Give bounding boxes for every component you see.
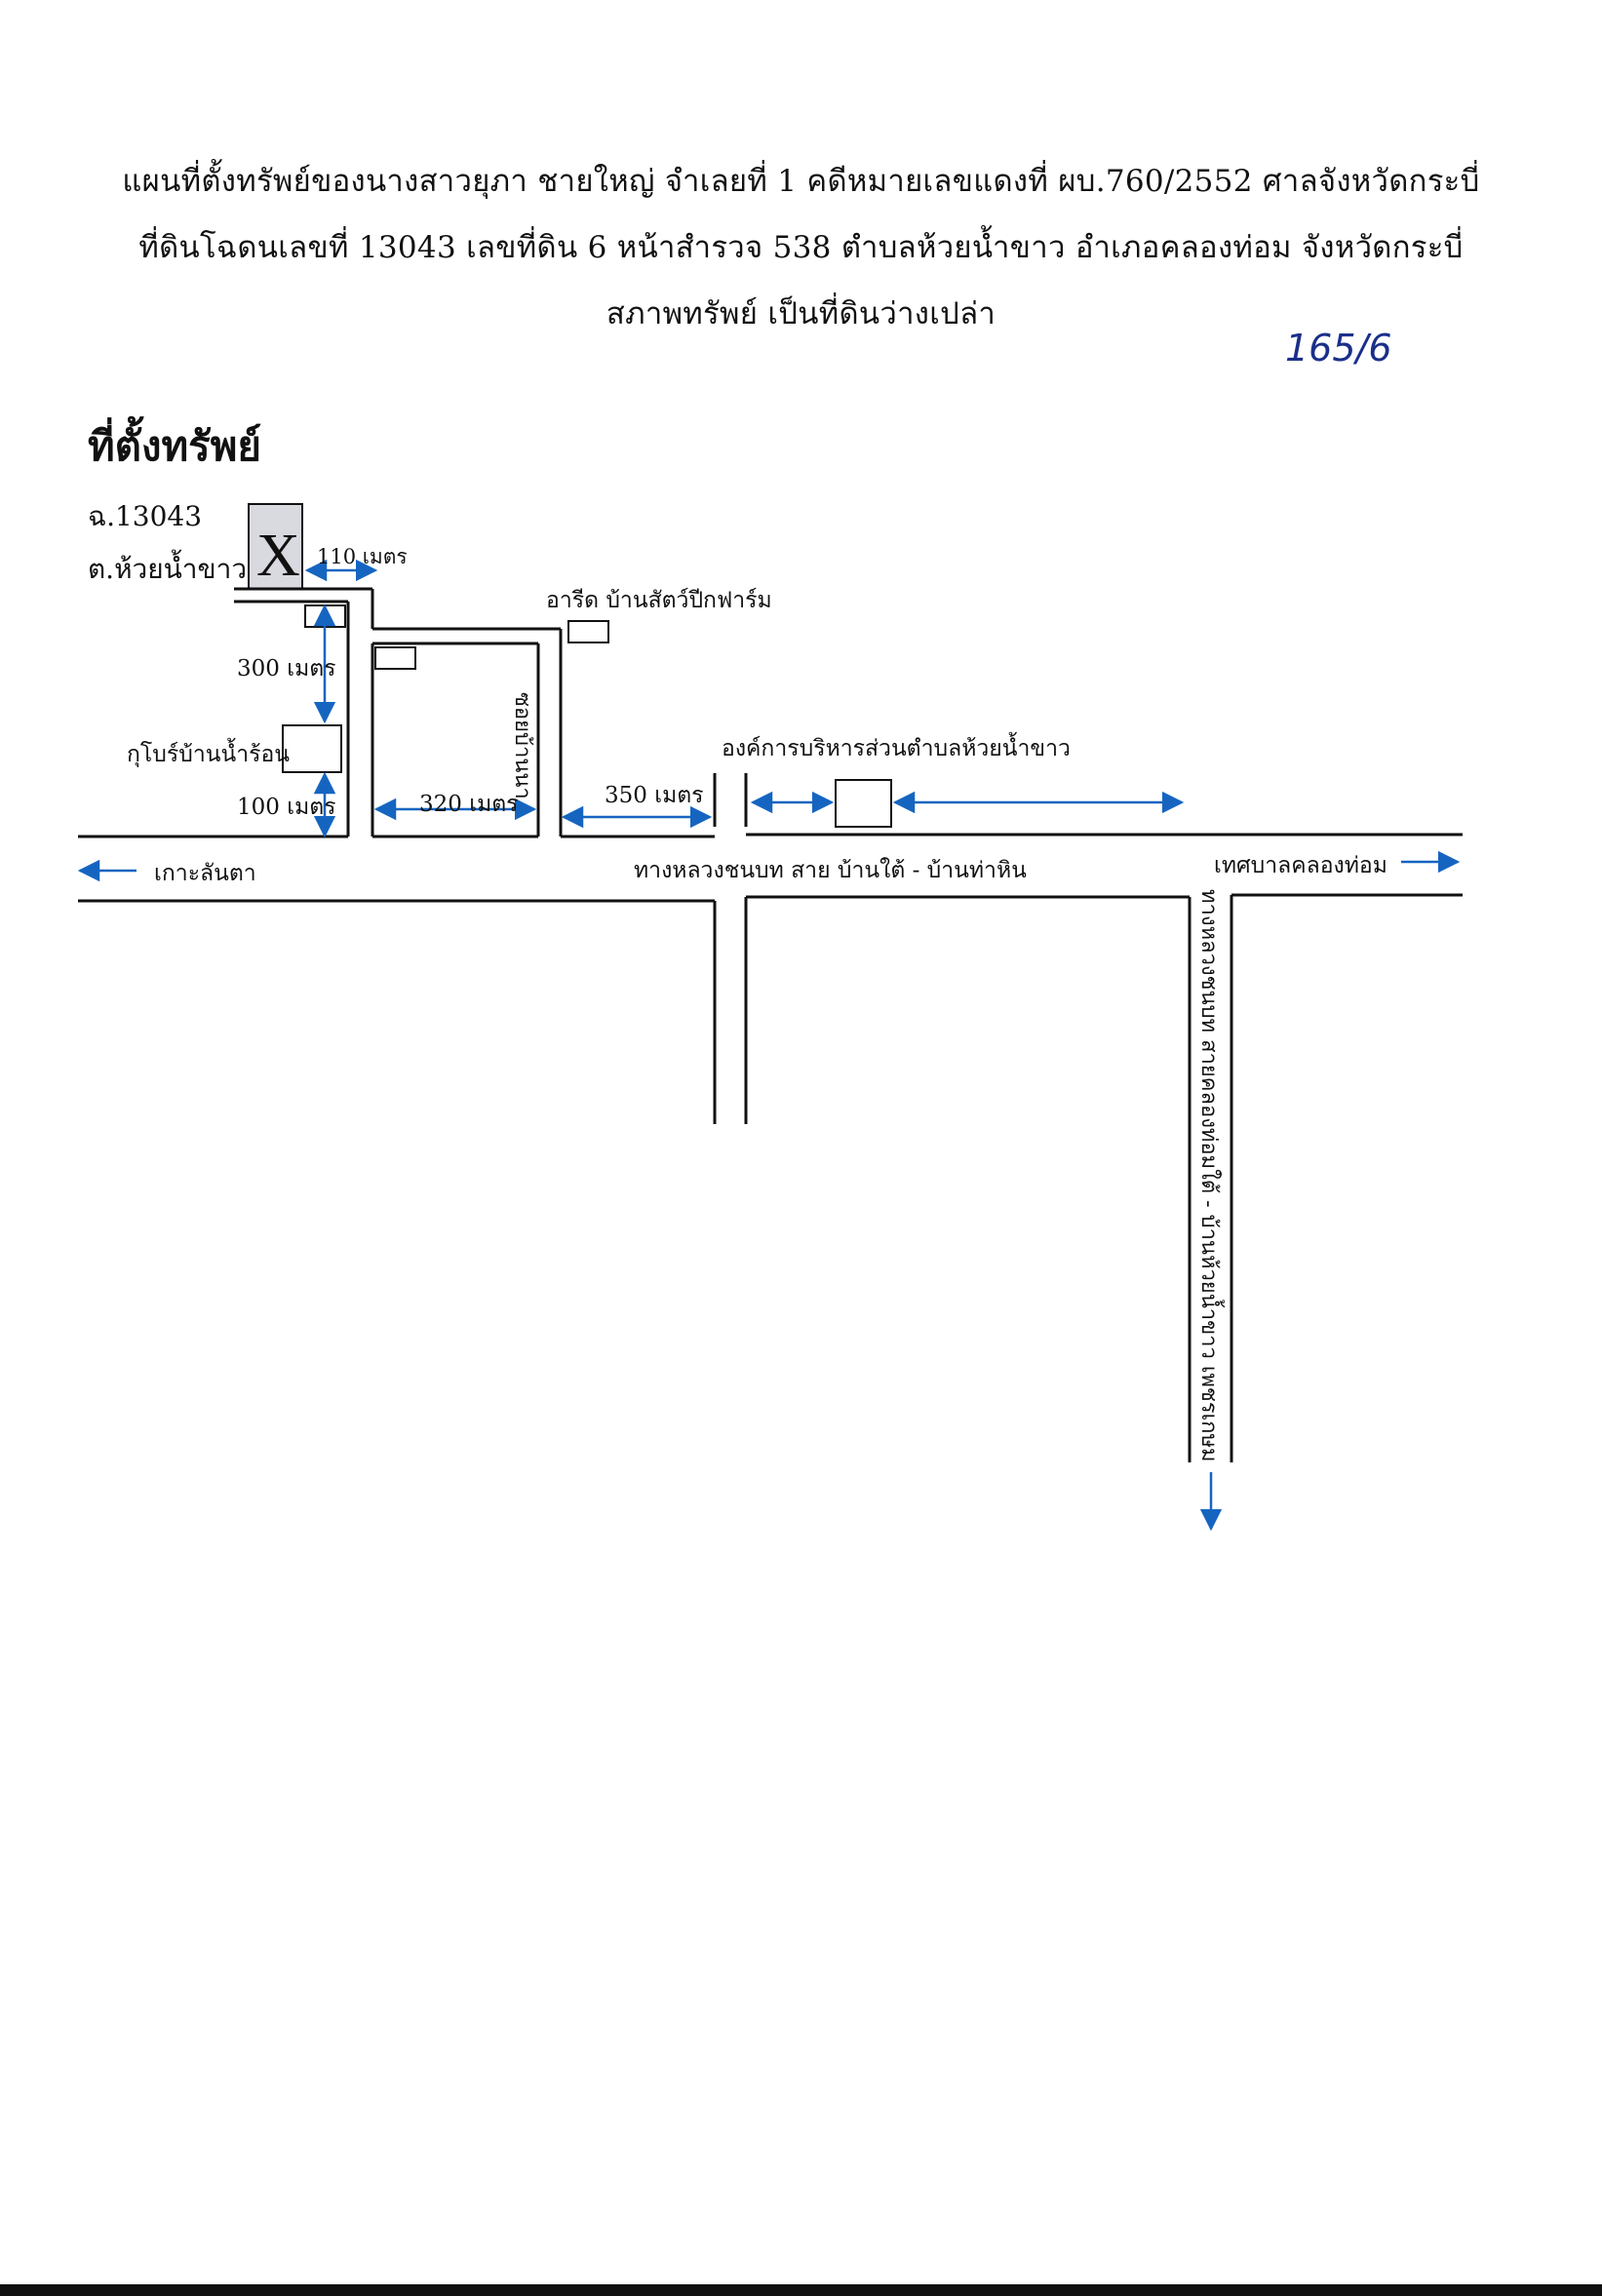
farm-building	[567, 620, 609, 643]
map-title-line-2: ที่ดินโฉดนเลขที่ 13043 เลขที่ดิน 6 หน้าส…	[138, 230, 1464, 265]
sao-building	[835, 779, 892, 828]
vertical-road-label: ทางหลวงชนบท สายคลองท่อมใต้ - บ้านห้วยน้ำ…	[1196, 889, 1221, 1462]
small-building-2	[374, 646, 416, 670]
property-marker-x: X	[256, 523, 300, 589]
deed-number: ฉ.13043	[88, 500, 203, 532]
farm-label: อารีด บ้านสัตว์ปีกฟาร์ม	[546, 588, 772, 613]
guesthouse-building	[282, 724, 342, 773]
subdistrict-label: ต.ห้วยน้ำขาว	[88, 553, 248, 585]
label-320m: 320 เมตร	[419, 792, 519, 817]
road-lines	[78, 587, 1463, 1462]
property-marker-box	[248, 503, 303, 590]
soi-label: ซอยบ้านนา	[510, 692, 534, 799]
handwritten-page-number: 165/6	[1285, 327, 1392, 370]
guesthouse-label: กุโบร์บ้านน้ำร้อน	[127, 742, 290, 767]
label-110m: 110 เมตร	[317, 545, 408, 568]
scan-edge	[0, 2284, 1602, 2296]
map-title-line-1: แผนที่ตั้งทรัพย์ของนางสาวยุภา ชายใหญ่ จำ…	[122, 164, 1480, 199]
east-direction-label: เทศบาลคลองท่อม	[1214, 853, 1387, 878]
sao-label: องค์การบริหารส่วนตำบลห้วยน้ำขาว	[722, 736, 1071, 761]
section-title: ที่ตั้งทรัพย์	[88, 422, 262, 470]
label-300m: 300 เมตร	[237, 656, 336, 681]
map-title-line-3: สภาพทรัพย์ เป็นที่ดินว่างเปล่า	[606, 296, 996, 331]
main-road-label: ทางหลวงชนบท สาย บ้านใต้ - บ้านท่าหิน	[634, 858, 1027, 883]
west-direction-label: เกาะลันตา	[154, 861, 256, 886]
label-350m: 350 เมตร	[605, 783, 704, 808]
label-100m: 100 เมตร	[237, 795, 336, 820]
